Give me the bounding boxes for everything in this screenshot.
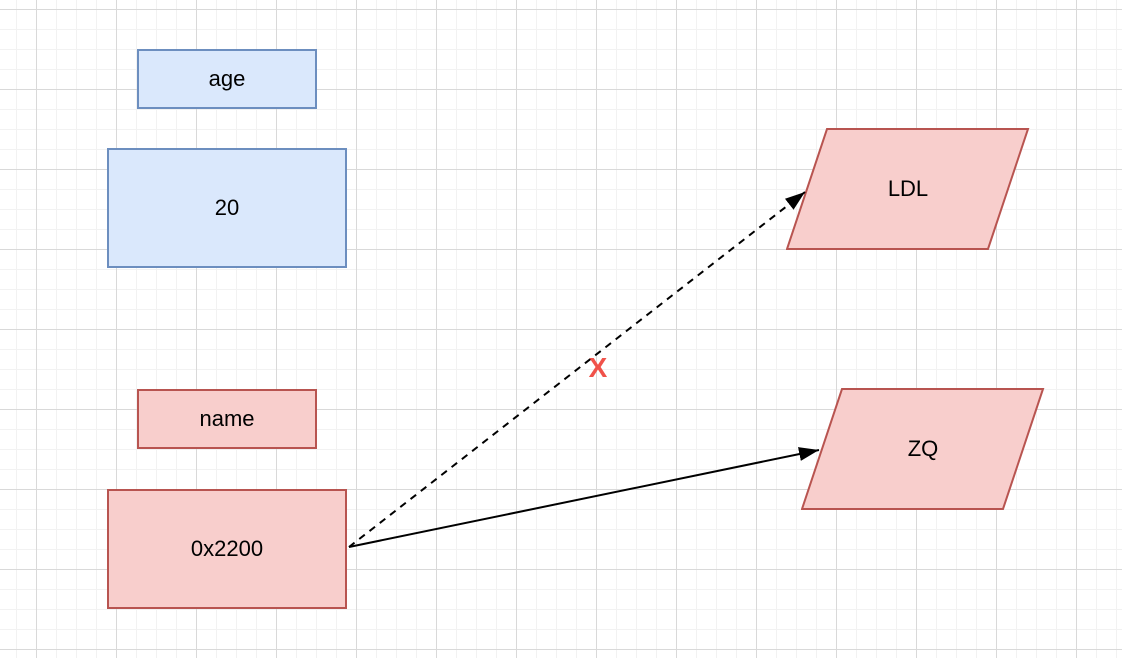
node-zq-parallelogram[interactable]: ZQ [801, 388, 1045, 510]
node-ldl-parallelogram[interactable]: LDL [786, 128, 1030, 250]
node-ldl-text: LDL [887, 176, 929, 201]
node-name-label-text: name [199, 406, 255, 431]
node-name-value-text: 0x2200 [190, 536, 264, 561]
node-zq-text: ZQ [907, 436, 939, 461]
node-name-value[interactable]: 0x2200 [107, 489, 347, 609]
dashed-arrow-invalid-x-label[interactable]: X [588, 352, 608, 383]
node-age-label[interactable]: age [137, 49, 317, 109]
dashed-arrow-0x2200-to-ldl[interactable] [348, 191, 806, 548]
node-name-label[interactable]: name [137, 389, 317, 449]
solid-arrow-0x2200-to-zq[interactable] [348, 447, 820, 548]
node-age-value[interactable]: 20 [107, 148, 347, 268]
node-age-value-text: 20 [214, 195, 240, 220]
node-age-label-text: age [208, 66, 246, 91]
